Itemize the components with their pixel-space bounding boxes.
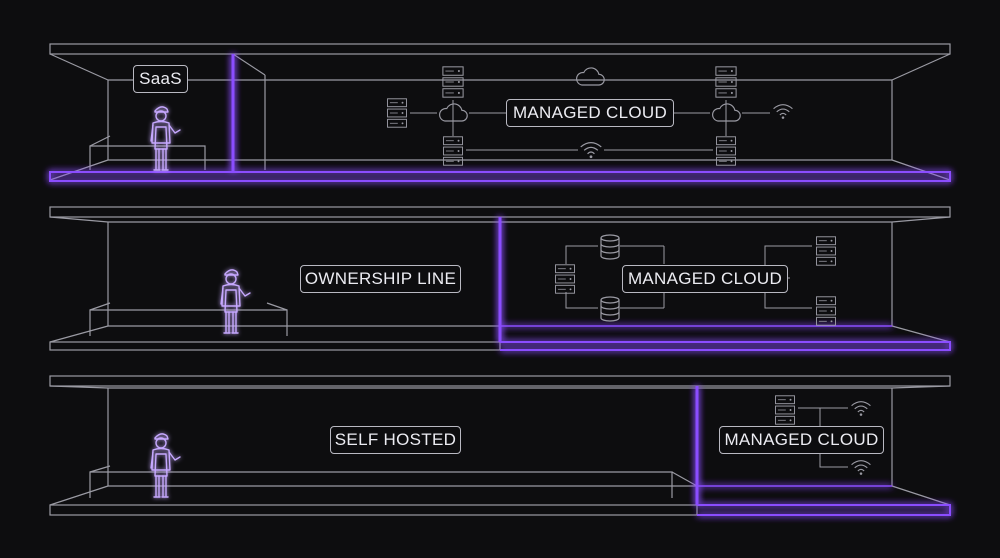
tier-self-hosted	[49, 375, 951, 516]
tier-saas-structure	[49, 43, 951, 181]
saas-managed-cloud-label: MANAGED CLOUD	[506, 99, 674, 127]
tier-ownership	[49, 206, 951, 351]
server-rack-icon	[816, 296, 836, 326]
self-hosted-network	[775, 395, 872, 476]
server-rack-icon	[555, 264, 575, 294]
tier-saas-floor-glow	[49, 54, 951, 182]
ownership-managed-cloud-label: MANAGED CLOUD	[622, 265, 788, 293]
wifi-icon	[772, 104, 794, 120]
saas-label: SaaS	[133, 65, 188, 93]
server-rack-icon	[387, 98, 407, 128]
tier-saas	[49, 43, 951, 182]
tier-ownership-boundary-glow	[498, 217, 951, 351]
database-icon	[600, 234, 620, 260]
wifi-icon	[850, 460, 872, 476]
server-rack-icon	[816, 236, 836, 266]
tier-self-hosted-boundary-glow	[695, 386, 951, 516]
server-rack-icon	[442, 66, 464, 98]
server-rack-icon	[443, 136, 463, 166]
cloud-icon	[576, 67, 605, 86]
database-icon	[600, 296, 620, 322]
wifi-icon	[850, 401, 872, 417]
server-rack-icon	[716, 136, 736, 166]
ownership-line-label: OWNERSHIP LINE	[300, 265, 461, 293]
saas-network	[387, 66, 794, 166]
worker-figure-icon	[150, 433, 181, 498]
self-hosted-label: SELF HOSTED	[330, 426, 461, 454]
server-rack-icon	[715, 66, 737, 98]
wifi-icon	[580, 142, 602, 159]
self-hosted-managed-cloud-label: MANAGED CLOUD	[719, 426, 884, 454]
server-rack-icon	[775, 395, 795, 425]
worker-figure-icon	[220, 269, 251, 334]
tier-self-hosted-structure	[49, 375, 951, 516]
